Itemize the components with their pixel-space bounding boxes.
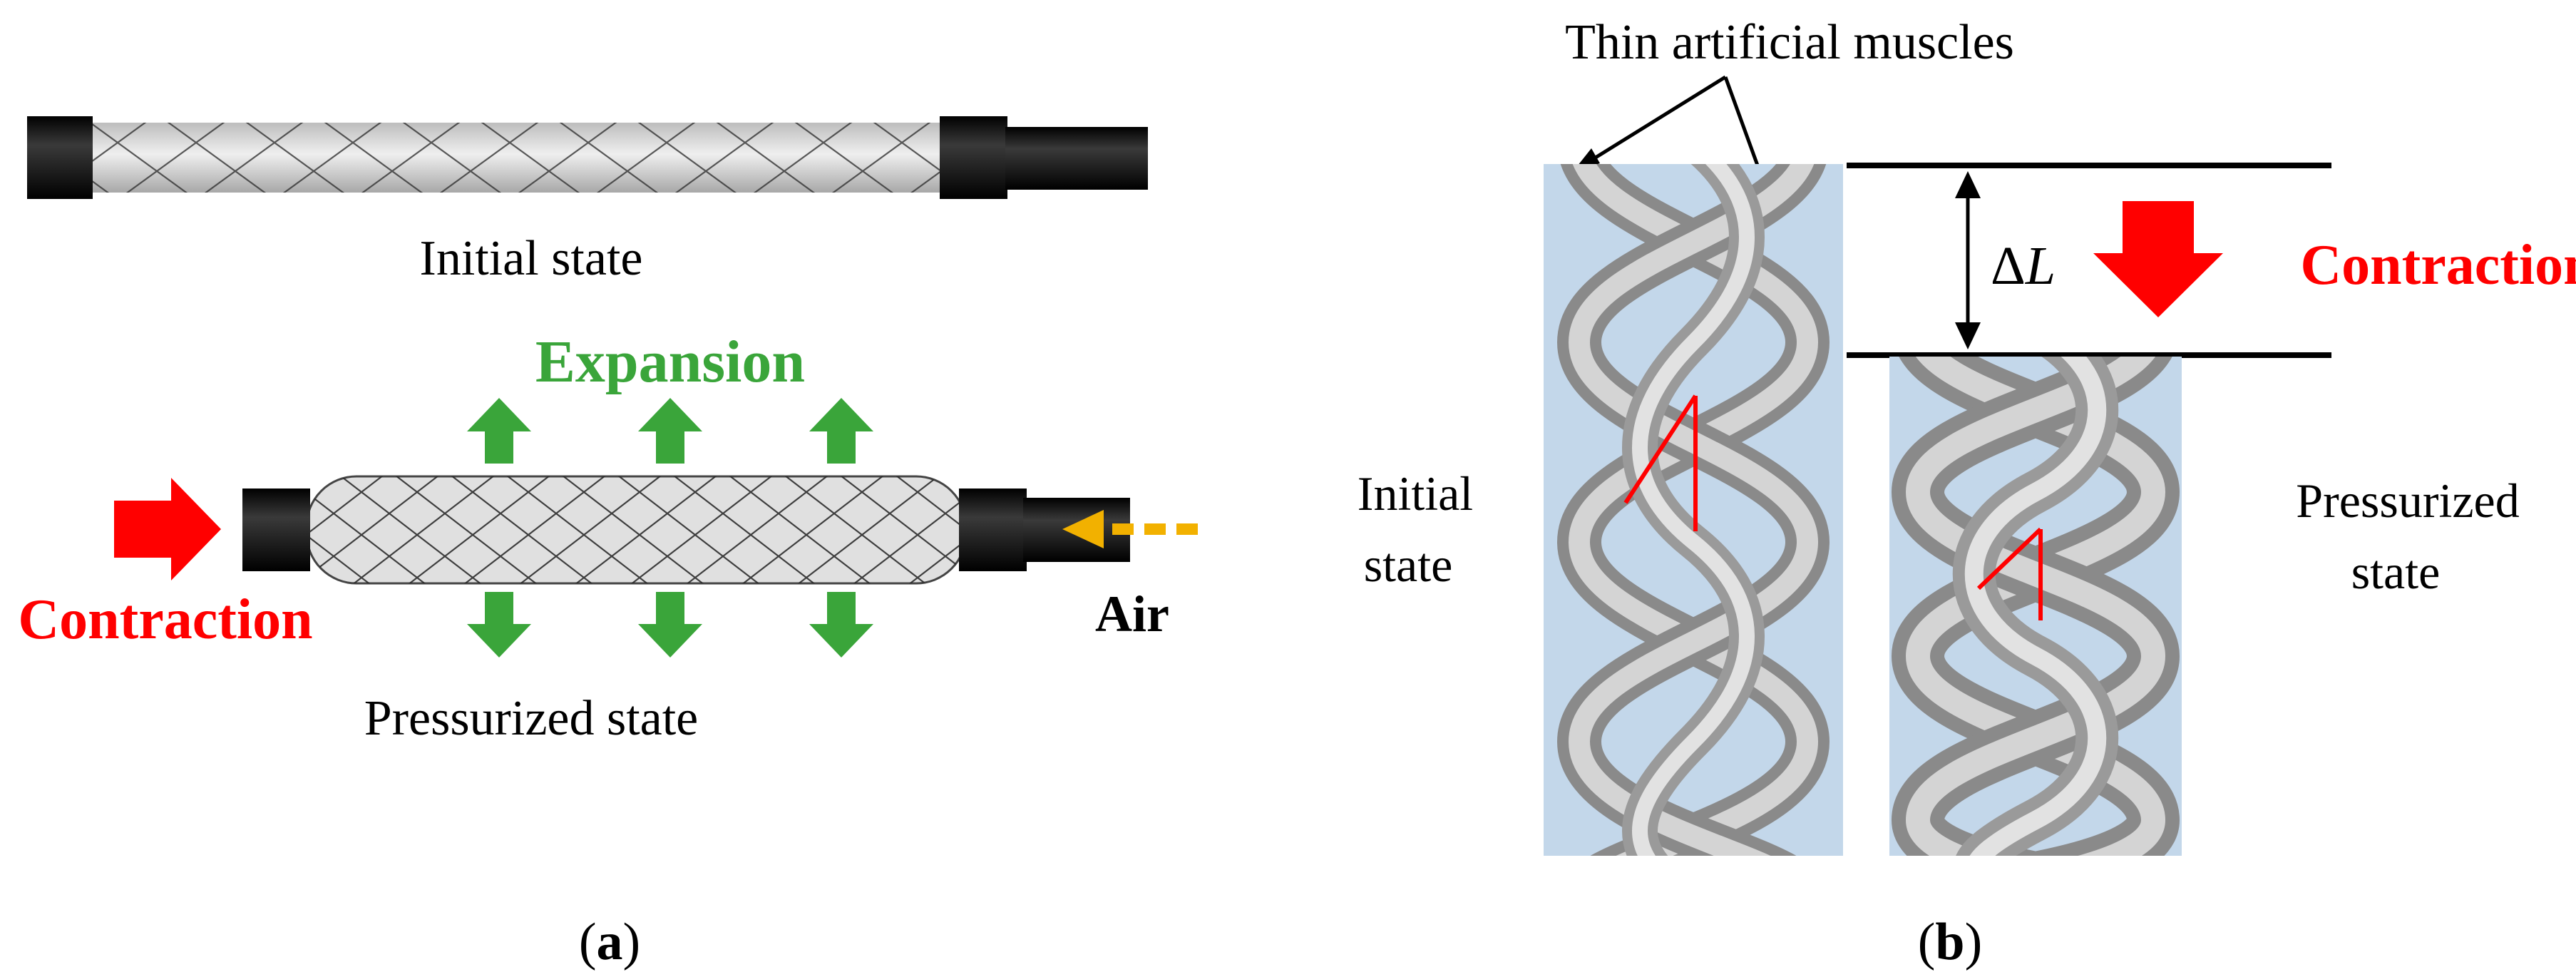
contraction-arrow-b — [2093, 201, 2223, 317]
initial-muscle — [27, 116, 1148, 199]
air-arrow-dash-3 — [1176, 523, 1198, 535]
panel-b: Thin artificial muscles Init — [1358, 15, 2576, 971]
contraction-label-a: Contraction — [18, 588, 312, 651]
pressurized-state-label-b-line1: Pressurized — [2296, 474, 2519, 528]
expansion-up-arrow-2 — [638, 398, 702, 464]
expansion-arrows — [467, 398, 873, 658]
pressurized-muscle-left-cap — [242, 488, 310, 571]
pressurized-render — [1889, 357, 2182, 856]
pressurized-state-label-a: Pressurized state — [364, 691, 698, 746]
initial-muscle-mesh — [89, 123, 955, 193]
initial-state-label: Initial state — [420, 231, 643, 286]
pressurized-muscle-right-cap — [959, 488, 1027, 571]
expansion-down-arrow-1 — [467, 592, 531, 658]
air-arrow — [1062, 510, 1198, 548]
leader-line-left — [1581, 75, 1727, 168]
pressurized-muscle-mesh — [307, 476, 966, 583]
caption-a: (a) — [579, 913, 640, 971]
contraction-arrow-a — [114, 478, 221, 580]
delta-l-label: ΔL — [1991, 236, 2056, 296]
pressurized-muscle — [242, 475, 1130, 585]
panel-a: Initial state Expansion Contraction — [18, 116, 1198, 971]
initial-angle-lines — [1623, 394, 1698, 531]
muscles-label: Thin artificial muscles — [1565, 15, 2014, 70]
initial-strand-3-highlight — [1632, 164, 1755, 856]
expansion-down-arrow-3 — [809, 592, 873, 658]
expansion-down-arrow-2 — [638, 592, 702, 658]
air-arrow-dash-1 — [1112, 523, 1134, 535]
initial-muscle-right-cap — [940, 116, 1007, 199]
expansion-label: Expansion — [535, 329, 805, 395]
initial-muscle-left-cap — [27, 116, 93, 199]
delta-l-indicator: ΔL — [1847, 163, 2331, 358]
caption-b: (b) — [1918, 913, 1982, 971]
expansion-up-arrow-3 — [809, 398, 873, 464]
air-label: Air — [1095, 585, 1169, 643]
pressurized-strand-2-highlight — [1905, 357, 2166, 856]
initial-muscle-air-tube — [1005, 127, 1148, 190]
initial-state-label-b-line1: Initial — [1358, 466, 1473, 521]
initial-state-label-b-line2: state — [1364, 538, 1453, 592]
air-arrow-head — [1062, 510, 1104, 548]
contraction-label-b: Contraction — [2300, 234, 2576, 297]
initial-render — [1544, 164, 1843, 856]
delta-l-head-top — [1955, 171, 1981, 198]
air-arrow-dash-2 — [1144, 523, 1166, 535]
pressurized-state-label-b-line2: state — [2351, 545, 2441, 599]
expansion-up-arrow-1 — [467, 398, 531, 464]
delta-l-head-bottom — [1955, 322, 1981, 349]
pressurized-angle-lines — [1976, 527, 2043, 620]
pressurized-strand-3-highlight — [1964, 357, 2107, 856]
